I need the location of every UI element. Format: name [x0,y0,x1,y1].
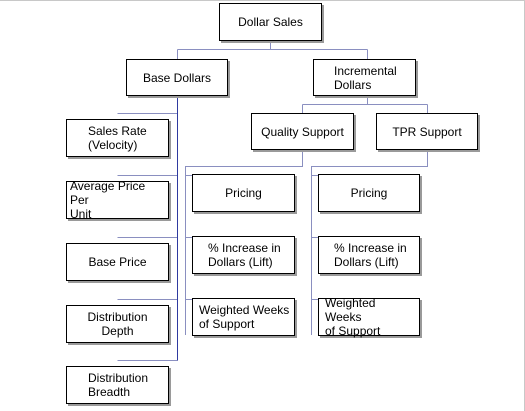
node-incremental-dollars: Incremental Dollars [313,59,416,96]
node-base-dollars: Base Dollars [126,59,228,96]
node-tpr-lift: % Increase in Dollars (Lift) [318,236,420,274]
node-distribution-depth: Distribution Depth [66,305,169,343]
node-tpr-pricing: Pricing [318,174,420,212]
node-base-price: Base Price [66,243,169,281]
connector-tpr-spine [311,150,428,335]
node-sales-rate: Sales Rate (Velocity) [66,119,169,157]
node-quality-lift: % Increase in Dollars (Lift) [192,236,295,274]
node-tpr-support: TPR Support [376,113,478,150]
node-dollar-sales: Dollar Sales [219,3,322,41]
node-average-price-per-unit: Average Price Per Unit [66,179,169,221]
node-tpr-weighted-weeks: Weighted Weeks of Support [318,296,420,338]
node-quality-weighted-weeks: Weighted Weeks of Support [192,298,295,336]
node-distribution-breadth: Distribution Breadth [66,366,169,404]
connector-quality-spine [185,150,303,335]
top-border [0,0,525,1]
node-quality-support: Quality Support [251,113,354,150]
node-quality-pricing: Pricing [192,174,295,212]
